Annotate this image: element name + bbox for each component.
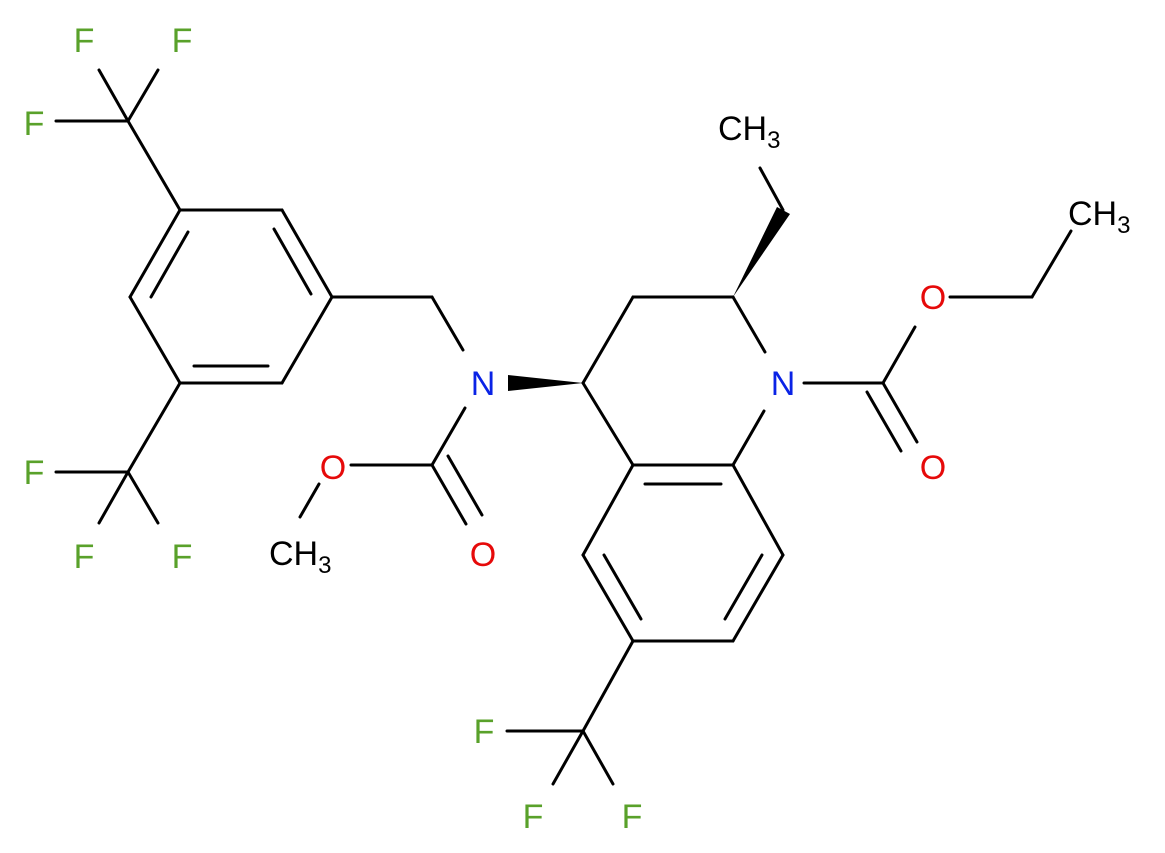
atom-oxygen: O xyxy=(470,536,496,574)
bond xyxy=(731,553,785,643)
wedge-bond xyxy=(733,207,790,297)
bond xyxy=(298,482,321,519)
bond xyxy=(97,470,130,525)
bond xyxy=(602,553,643,621)
bond xyxy=(731,463,785,557)
methyl-group: CH3 xyxy=(718,110,780,154)
atom-nitrogen: N xyxy=(471,365,496,403)
bond xyxy=(430,463,468,526)
atom-fluorine: F xyxy=(523,798,544,836)
bond xyxy=(581,463,635,557)
bond xyxy=(881,381,919,444)
bond xyxy=(272,227,313,296)
bond xyxy=(430,295,465,352)
wedge-bond xyxy=(508,375,583,391)
bond xyxy=(731,295,767,354)
bond xyxy=(128,208,182,299)
bond xyxy=(581,639,635,733)
bond-layer xyxy=(54,68,1073,786)
atom-label-layer: F F F F F F F F F N N O O O O CH3 CH3 CH… xyxy=(24,22,1131,836)
bond xyxy=(865,390,903,453)
bond xyxy=(280,208,334,299)
bond xyxy=(126,68,160,123)
bond xyxy=(1030,229,1073,299)
bond xyxy=(881,325,917,385)
bond xyxy=(149,230,190,299)
bond xyxy=(581,295,635,385)
atom-nitrogen: N xyxy=(771,365,796,403)
bond xyxy=(128,295,182,385)
bond xyxy=(126,381,182,474)
bond xyxy=(581,553,635,643)
bond xyxy=(97,68,130,123)
stereo-wedge-layer xyxy=(508,207,790,391)
bond xyxy=(446,454,484,517)
atom-fluorine: F xyxy=(24,105,45,143)
atom-fluorine: F xyxy=(474,713,495,751)
bond xyxy=(731,409,766,467)
atom-fluorine: F xyxy=(172,22,193,60)
atom-oxygen: O xyxy=(920,449,946,487)
bond xyxy=(581,381,635,467)
atom-fluorine: F xyxy=(24,454,45,492)
atom-oxygen: O xyxy=(920,279,946,317)
bond xyxy=(126,470,160,525)
bond xyxy=(126,119,182,212)
bond xyxy=(280,295,334,385)
methyl-group: CH3 xyxy=(1068,195,1130,239)
bond xyxy=(551,729,585,786)
atom-oxygen: O xyxy=(320,449,346,487)
bond xyxy=(581,729,615,786)
bond xyxy=(430,406,467,467)
methyl-group: CH3 xyxy=(269,535,331,579)
bond xyxy=(723,553,764,621)
bond xyxy=(758,166,785,212)
atom-fluorine: F xyxy=(622,798,643,836)
atom-fluorine: F xyxy=(74,22,95,60)
atom-fluorine: F xyxy=(172,538,193,576)
atom-fluorine: F xyxy=(74,538,95,576)
